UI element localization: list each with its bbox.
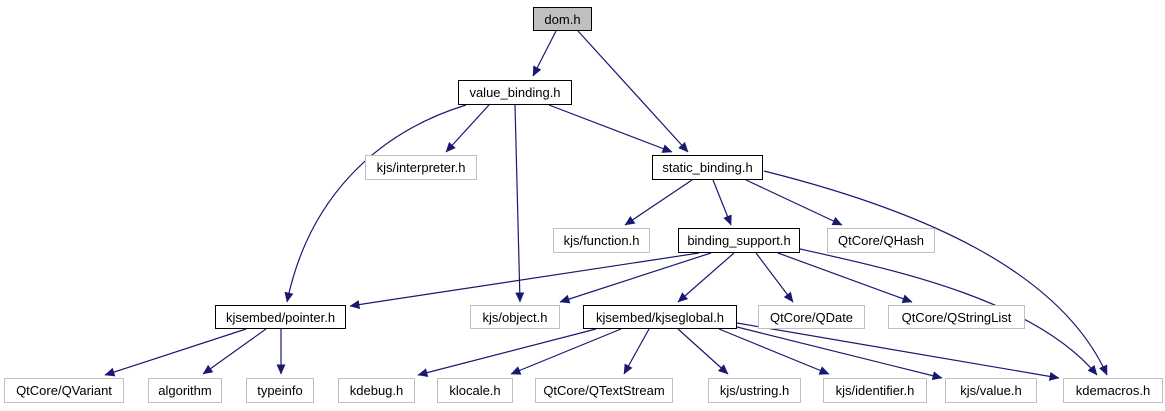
edge-value_binding_h-to-kjsembed_pointer_h <box>284 104 467 303</box>
node-typeinfo: typeinfo <box>246 378 314 403</box>
edge-binding_support_h-to-kdemacros_h <box>799 248 1098 376</box>
edge-kjsembed_pointer_h-to-algorithm <box>202 328 267 375</box>
node-kjs_value_h: kjs/value.h <box>945 378 1037 403</box>
node-qtcore_qdate: QtCore/QDate <box>758 305 865 329</box>
node-kjs_function_h: kjs/function.h <box>553 228 650 253</box>
node-kjs_ustring_h: kjs/ustring.h <box>708 378 801 403</box>
edge-static_binding_h-to-kjs_function_h <box>624 179 693 226</box>
node-kjsembed_kjseglobal_h[interactable]: kjsembed/kjseglobal.h <box>583 305 737 329</box>
node-binding_support_h[interactable]: binding_support.h <box>678 228 800 253</box>
edge-kjsembed_pointer_h-to-qtcore_qvariant <box>104 328 247 377</box>
edge-binding_support_h-to-qtcore_qdate <box>755 252 794 303</box>
edge-binding_support_h-to-kjsembed_kjseglobal_h <box>677 252 735 303</box>
node-qtcore_qstringlist: QtCore/QStringList <box>888 305 1025 329</box>
edge-dom_h-to-value_binding_h <box>532 30 557 77</box>
node-static_binding_h[interactable]: static_binding.h <box>652 155 763 180</box>
node-qtcore_qhash: QtCore/QHash <box>827 228 935 253</box>
node-dom_h: dom.h <box>533 7 592 31</box>
edge-value_binding_h-to-kjs_object_h <box>514 104 525 303</box>
node-kdebug_h: kdebug.h <box>338 378 415 403</box>
edge-binding_support_h-to-kjsembed_pointer_h <box>349 252 700 310</box>
edge-value_binding_h-to-kjs_interpreter_h <box>445 104 490 153</box>
edge-kjsembed_kjseglobal_h-to-qtcore_qtextstream <box>623 328 650 375</box>
edge-kjsembed_kjseglobal_h-to-kdemacros_h <box>736 322 1060 381</box>
node-klocale_h: klocale.h <box>437 378 513 403</box>
edge-binding_support_h-to-qtcore_qstringlist <box>777 252 913 303</box>
edge-dom_h-to-static_binding_h <box>577 30 689 153</box>
edge-binding_support_h-to-kjs_object_h <box>559 252 712 304</box>
node-kjs_identifier_h: kjs/identifier.h <box>823 378 927 403</box>
edge-static_binding_h-to-kdemacros_h <box>763 170 1108 376</box>
edge-kjsembed_kjseglobal_h-to-kjs_ustring_h <box>677 328 729 375</box>
node-value_binding_h[interactable]: value_binding.h <box>458 80 572 105</box>
edge-group <box>104 30 1108 381</box>
edge-static_binding_h-to-qtcore_qhash <box>745 179 843 226</box>
edge-value_binding_h-to-static_binding_h <box>548 104 673 153</box>
node-kjs_interpreter_h: kjs/interpreter.h <box>365 155 477 180</box>
node-qtcore_qvariant: QtCore/QVariant <box>4 378 124 403</box>
edge-kjsembed_kjseglobal_h-to-kjs_value_h <box>736 326 943 381</box>
edge-kjsembed_kjseglobal_h-to-kdebug_h <box>417 328 597 377</box>
edge-kjsembed_kjseglobal_h-to-kjs_identifier_h <box>718 328 830 375</box>
node-kjs_object_h: kjs/object.h <box>470 305 560 329</box>
node-algorithm: algorithm <box>148 378 222 403</box>
node-qtcore_qtextstream: QtCore/QTextStream <box>535 378 673 403</box>
edge-static_binding_h-to-binding_support_h <box>712 179 732 226</box>
edge-kjsembed_kjseglobal_h-to-klocale_h <box>510 328 622 375</box>
node-kjsembed_pointer_h[interactable]: kjsembed/pointer.h <box>215 305 346 329</box>
node-kdemacros_h: kdemacros.h <box>1063 378 1163 403</box>
